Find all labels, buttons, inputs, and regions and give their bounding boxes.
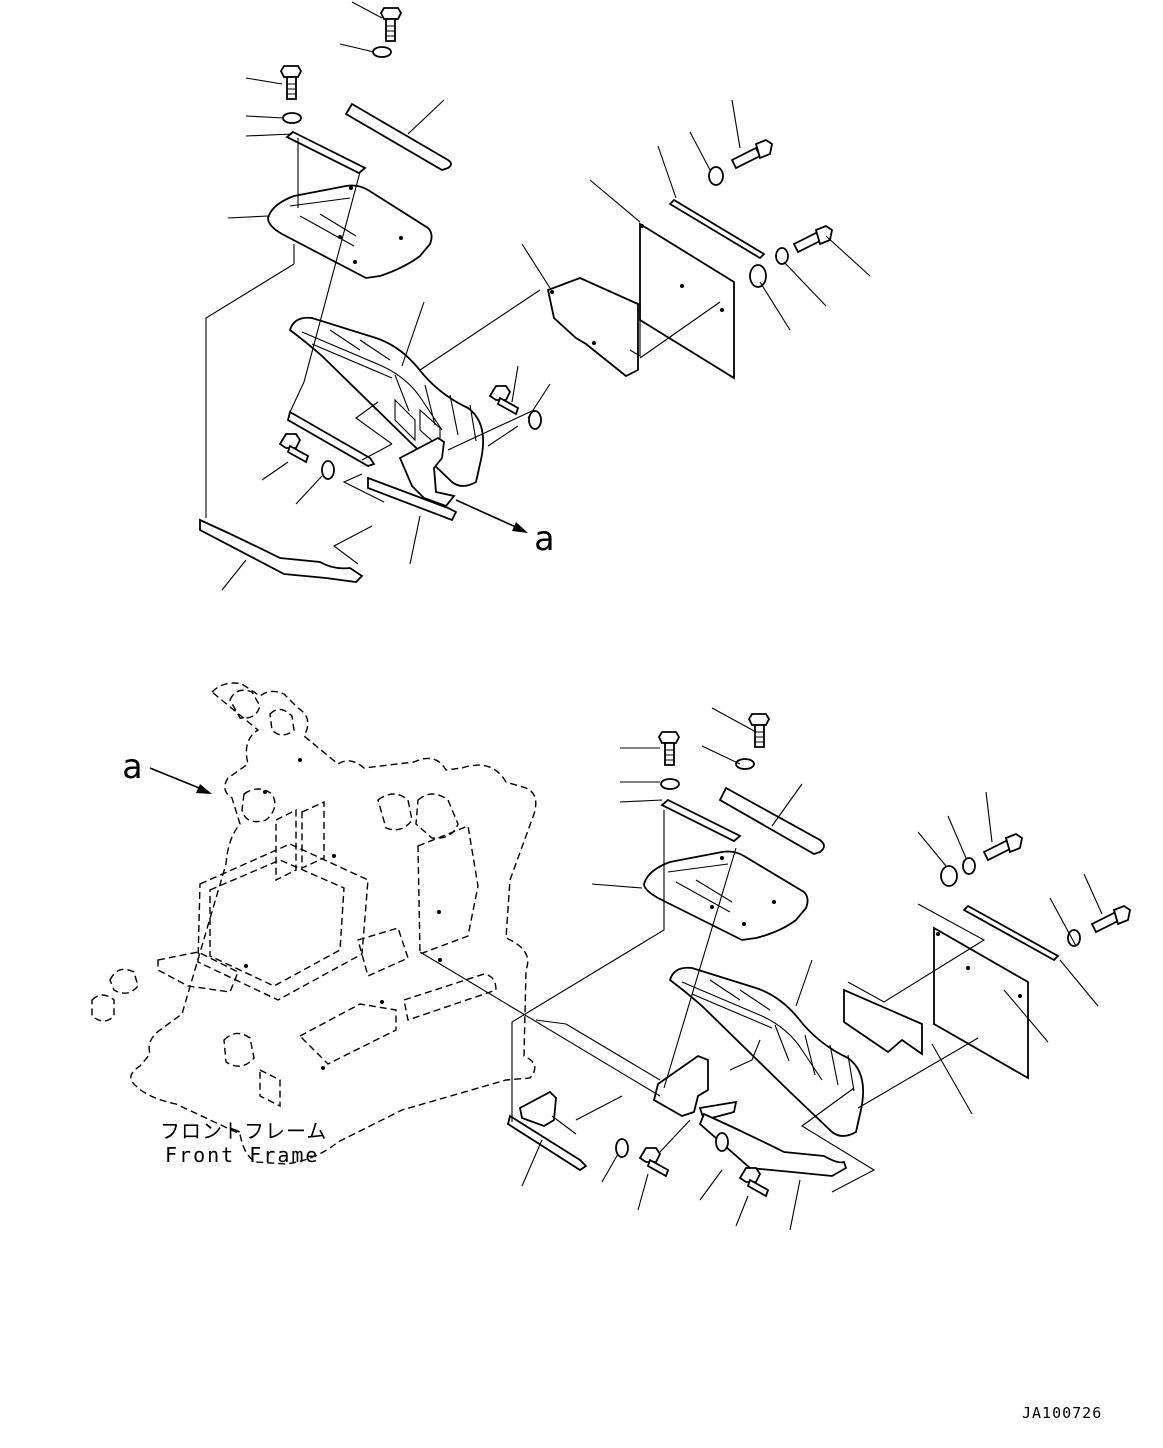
spacer-plate	[344, 102, 452, 171]
spacer-plate	[962, 904, 1060, 962]
bracket	[518, 1090, 557, 1127]
bolt	[747, 713, 771, 748]
bracket	[652, 1054, 738, 1122]
frame-label-en: Front Frame	[165, 1143, 319, 1167]
bracket	[367, 436, 458, 522]
bolt	[638, 1147, 670, 1178]
washer	[775, 247, 789, 265]
side-plate	[843, 988, 923, 1056]
spacer-plate	[285, 130, 367, 175]
frame-label-jp: フロントフレーム	[160, 1119, 327, 1143]
arrow-head	[196, 784, 212, 794]
washer	[615, 1138, 629, 1158]
bolt	[730, 138, 774, 170]
side-plate	[546, 277, 639, 378]
spacer-plate	[660, 798, 742, 843]
spacer-plate	[668, 198, 766, 260]
washer	[735, 758, 755, 770]
mud-flap	[933, 926, 1029, 1080]
drawing-code: JA100726	[1022, 1404, 1102, 1422]
callout-a-frame: a	[122, 747, 142, 787]
front-frame	[91, 682, 537, 1165]
leader-lines	[205, 1, 871, 591]
mud-flap	[639, 222, 735, 380]
callout-a-top: a	[534, 519, 554, 559]
lower-assembly	[419, 707, 1132, 1231]
washer	[708, 166, 724, 186]
bolt	[488, 385, 520, 416]
bolt	[279, 65, 303, 100]
callout-arrow	[149, 767, 205, 791]
spacer-plate	[718, 786, 825, 855]
bolt	[657, 731, 681, 766]
step-grating	[668, 966, 865, 1137]
bolt	[738, 1167, 770, 1198]
stay	[286, 410, 376, 467]
stay	[199, 518, 364, 583]
step-cover	[643, 850, 809, 941]
stay	[698, 1112, 848, 1177]
washer	[372, 46, 392, 58]
washer	[962, 857, 976, 875]
washer	[321, 460, 335, 480]
arrow-head	[512, 522, 528, 533]
bolt	[1090, 904, 1132, 934]
step-cover	[267, 184, 433, 279]
bolt	[379, 7, 403, 42]
washer	[749, 264, 767, 288]
washer	[660, 778, 680, 790]
washer	[282, 112, 302, 124]
washer	[940, 865, 958, 887]
washer	[715, 1132, 729, 1152]
stay	[506, 1114, 588, 1172]
bolt	[792, 224, 834, 254]
direction-arrow	[455, 499, 519, 529]
upper-assembly	[199, 1, 871, 591]
bolt	[982, 832, 1024, 862]
step-grating	[288, 316, 485, 487]
washer	[528, 410, 542, 430]
bolt	[278, 433, 310, 464]
leader-lines	[419, 707, 1103, 1231]
washer	[1067, 929, 1081, 947]
